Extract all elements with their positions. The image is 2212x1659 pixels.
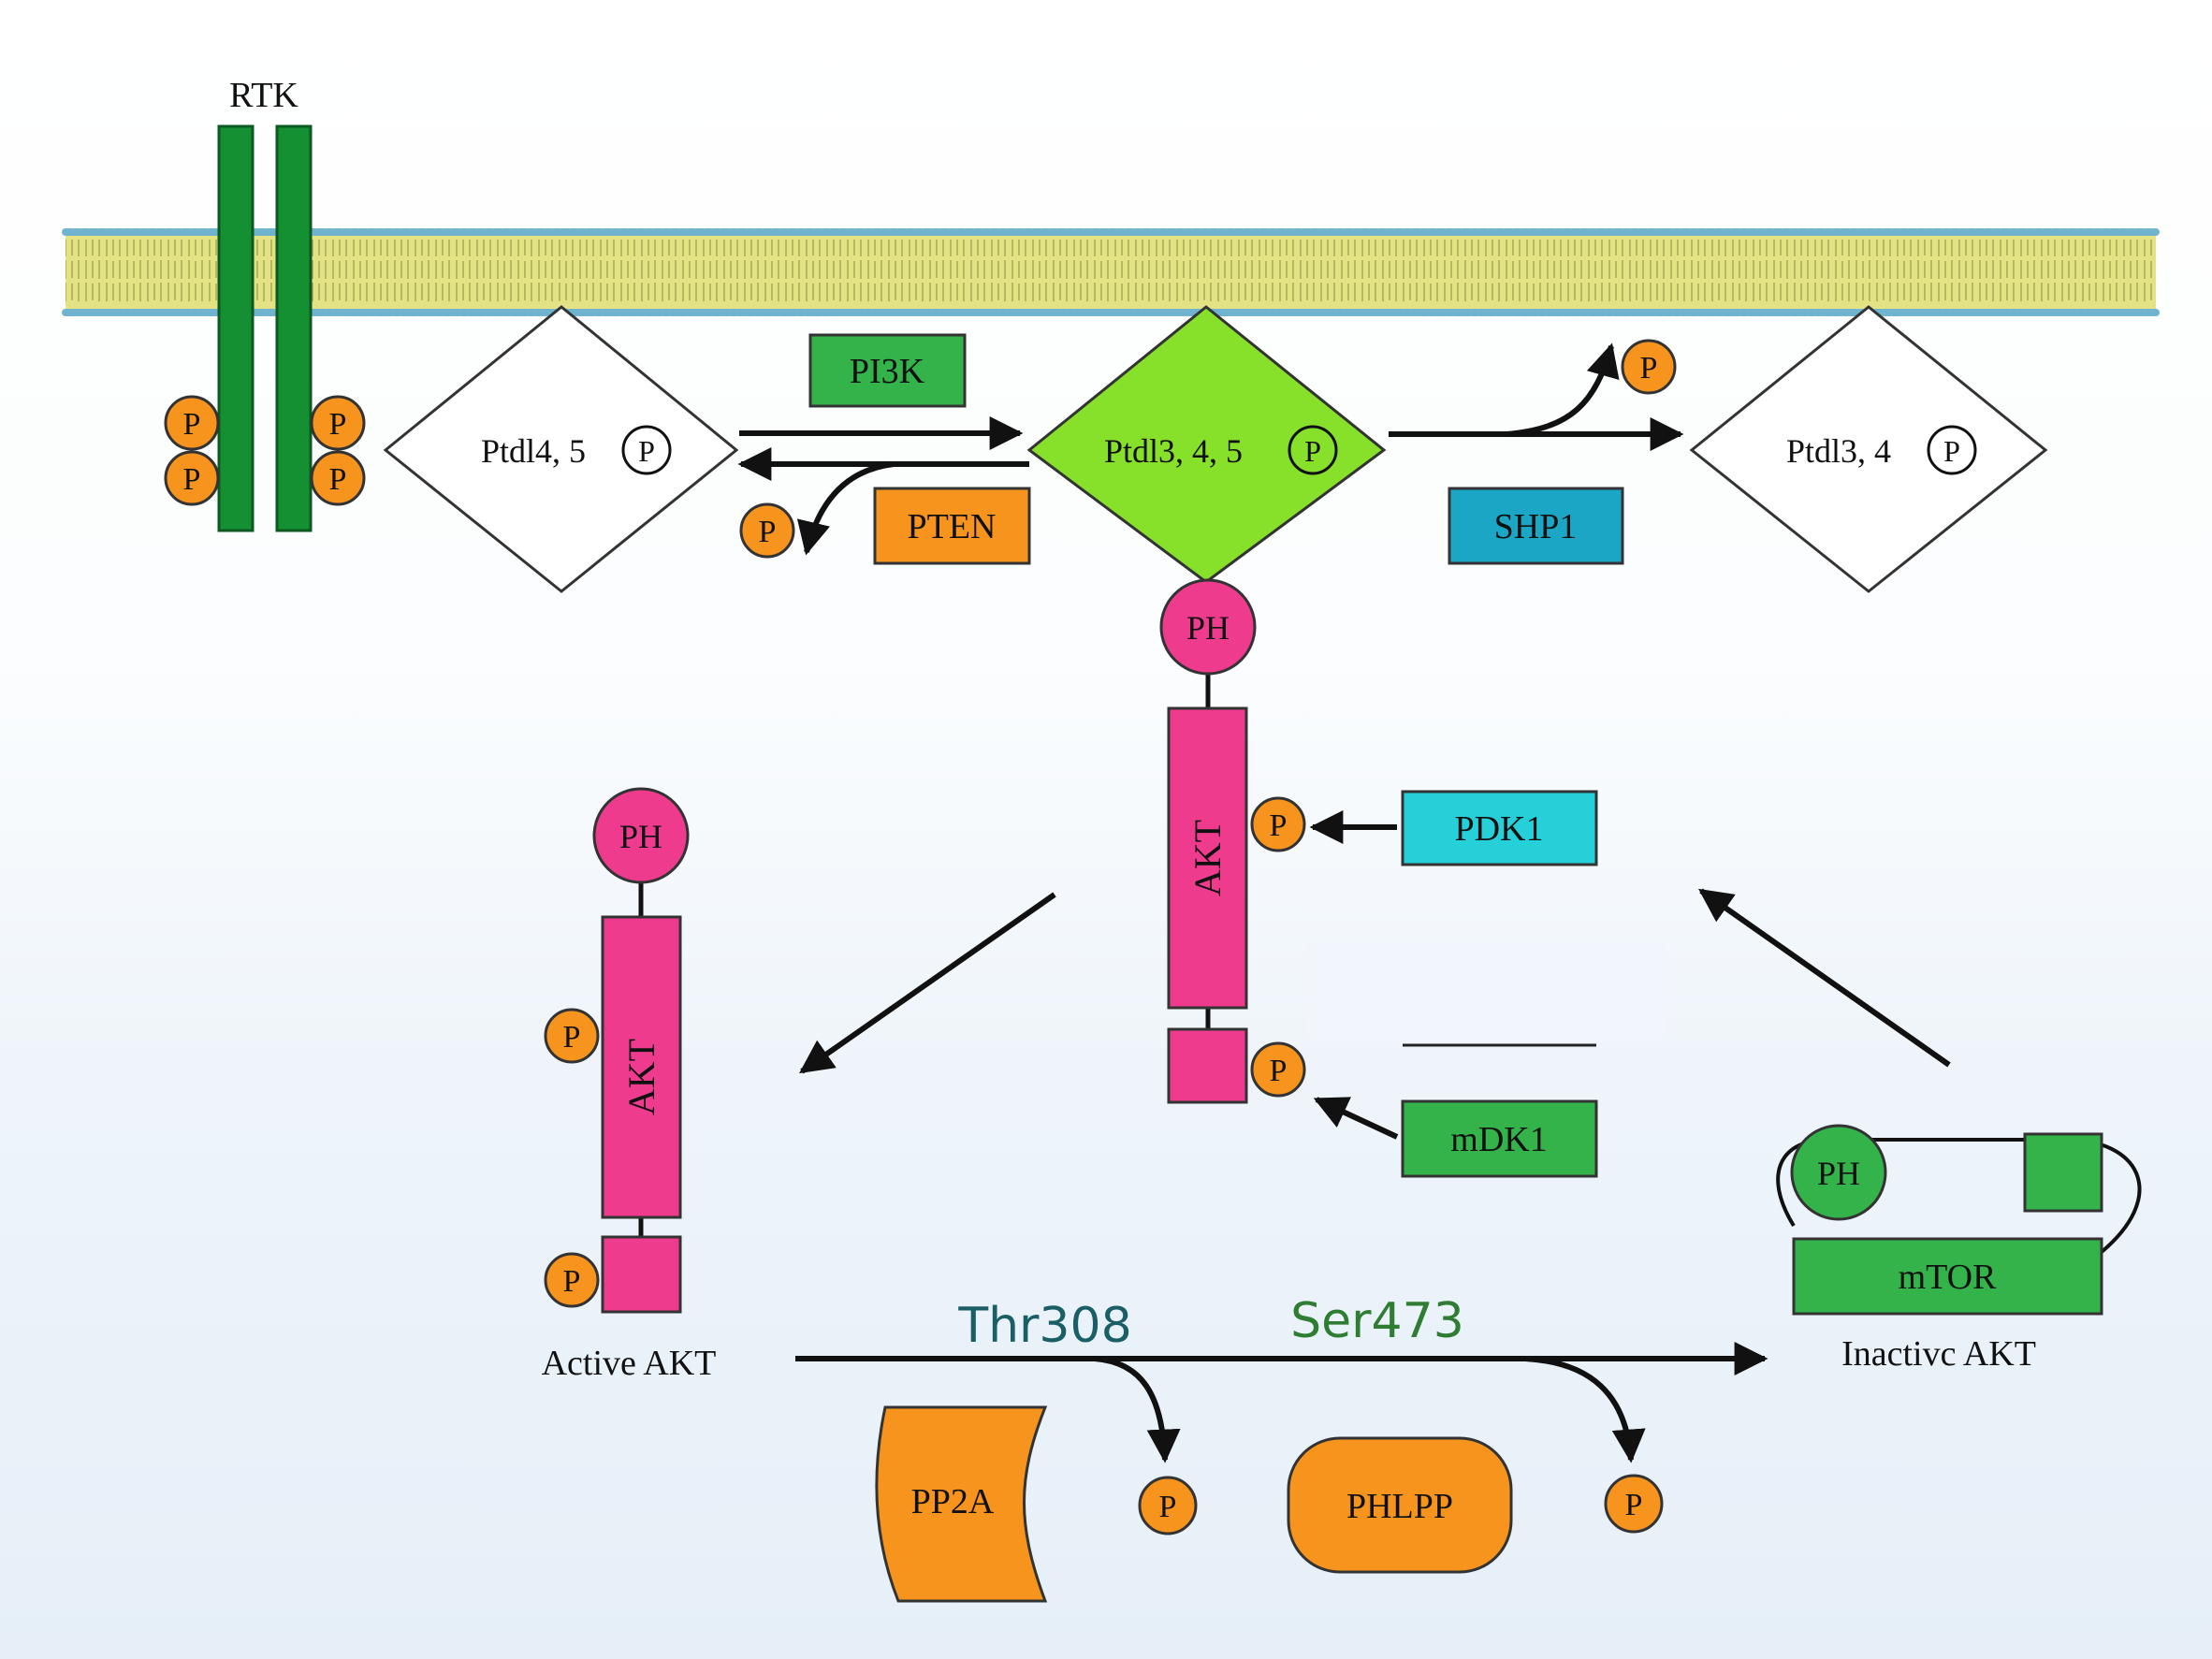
membrane-akt: PH AKT [1159,578,1257,1104]
inactive-akt-label: Inactivc AKT [1841,1334,2036,1374]
ser473-site-label: Ser473 [1290,1293,1464,1349]
pi34-label: Ptdl3, 4 [1786,432,1891,470]
ph-domain-label: PH [1817,1155,1860,1192]
blank-panel [1307,942,1666,1039]
akt-kinase-domain [601,915,682,1219]
pip3-label: Ptdl3, 4, 5 [1104,432,1243,470]
phosphate-symbol: P [1270,1054,1288,1088]
receptor-phosphate-group: P [310,395,366,451]
phosphate-symbol: P [759,515,777,549]
mtor-block [1792,1237,2103,1316]
pp2a-release-arrow [1094,1356,1181,1463]
active-akt-phosphate: P [544,1252,600,1308]
pip2-label: Ptdl4, 5 [481,432,586,470]
shp1-phosphate-release-arrow [1506,342,1620,437]
ph-domain-label: PH [619,818,662,855]
released-phosphate: P [739,502,795,559]
phosphate-symbol: P [1943,434,1960,468]
phosphate-symbol: P [1640,351,1658,386]
pp2a-label: PP2A [911,1482,995,1521]
pi3k-label: PI3K [850,352,925,391]
phosphate-symbol: P [563,1264,581,1299]
phosphate-symbol: P [329,462,347,497]
ph-domain [592,787,690,884]
rtk-receptor: RTK [217,76,313,532]
from-inactive-akt-arrow [1698,888,1951,1068]
released-phosphate: P [1604,1474,1664,1534]
phosphate-symbol: P [329,407,347,442]
phosphate-symbol: P [183,407,201,442]
ser473-phosphate: P [1250,1041,1306,1098]
pi34-lipid: Ptdl3, 4 P [1689,305,2048,593]
pp2a-phosphatase: PP2A [875,1405,1048,1603]
active-akt-label: Active AKT [542,1344,717,1383]
receptor-phosphate-group: P [310,450,366,506]
pdk1-kinase: PDK1 [1401,790,1598,866]
active-akt-phosphate: P [544,1008,600,1064]
pten-phosphate-release-arrow [796,461,895,556]
mtor-label: mTOR [1899,1258,1998,1297]
akt-kinase-label: AKT [620,1039,662,1115]
phlpp-label: PHLPP [1346,1487,1453,1526]
receptor-phosphate-group: P [164,395,220,451]
inactive-akt-complex: mTOR PH Inactivc AKT [1776,1124,2142,1374]
phosphate-symbol: P [638,434,655,468]
phosphate-symbol: P [1159,1490,1177,1524]
phlpp-phosphatase: PHLPP [1287,1436,1513,1574]
mdk1-kinase: mDK1 [1401,1099,1598,1178]
thr308-phosphate: P [1250,796,1306,852]
phosphate-symbol: P [1304,434,1321,468]
phosphate-symbol: P [1625,1488,1643,1522]
akt-regulatory-domain [1167,1027,1248,1104]
pten-enzyme: PTEN [873,487,1031,565]
released-phosphate: P [1621,339,1677,395]
phosphate-symbol: P [1270,808,1288,843]
mdk1-label: mDK1 [1450,1120,1547,1159]
active-akt: PH AKT Active AKT [542,787,717,1383]
akt-kinase-domain [1167,706,1248,1010]
ph-domain [1790,1124,1887,1221]
akt-regulatory-domain [601,1235,682,1314]
thr308-site-label: Thr308 [957,1298,1131,1354]
pi3k-enzyme: PI3K [808,333,967,408]
akt-kinase-label: AKT [1186,820,1229,896]
pip2-lipid: Ptdl4, 5 P [383,305,739,593]
phosphate-symbol: P [183,462,201,497]
receptor-phosphate-group: P [164,450,220,506]
ph-domain [1159,578,1257,676]
pip3-lipid: Ptdl3, 4, 5 P [1026,305,1387,584]
shp1-enzyme: SHP1 [1448,487,1624,565]
rtk-label: RTK [229,76,298,115]
shp1-label: SHP1 [1494,507,1578,546]
phlpp-release-arrow [1524,1356,1646,1463]
mdk1-arrow [1313,1097,1399,1140]
cell-membrane [62,228,2160,316]
to-active-akt-arrow [799,892,1056,1074]
released-phosphate: P [1138,1476,1198,1535]
pdk1-label: PDK1 [1454,809,1543,849]
ph-domain-label: PH [1186,609,1230,647]
pten-label: PTEN [908,507,997,546]
phosphate-symbol: P [563,1020,581,1055]
regulatory-square [2023,1132,2103,1213]
